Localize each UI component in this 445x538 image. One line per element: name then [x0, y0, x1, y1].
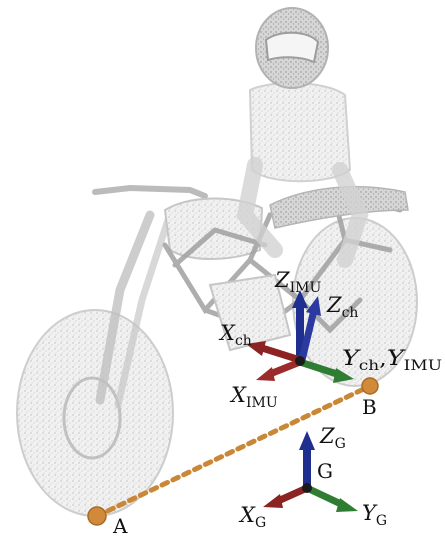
point-a-marker — [88, 507, 106, 525]
y-g-label: YG — [362, 501, 387, 529]
front-wheel — [17, 310, 173, 516]
x-imu-arrow — [256, 367, 275, 381]
point-g-label: G — [317, 459, 333, 483]
helmet-visor — [266, 33, 318, 62]
z-g-arrow — [299, 431, 315, 450]
z-g-label: ZG — [319, 424, 346, 452]
x-g-arrow — [263, 494, 283, 508]
x-g-label: XG — [238, 503, 266, 531]
point-b-marker — [362, 378, 378, 394]
point-a-label: A — [112, 514, 128, 538]
motorcycle-silhouette — [17, 8, 417, 516]
point-b-label: B — [362, 395, 377, 419]
x-imu-label: XIMU — [229, 383, 278, 411]
handlebar — [95, 188, 205, 196]
